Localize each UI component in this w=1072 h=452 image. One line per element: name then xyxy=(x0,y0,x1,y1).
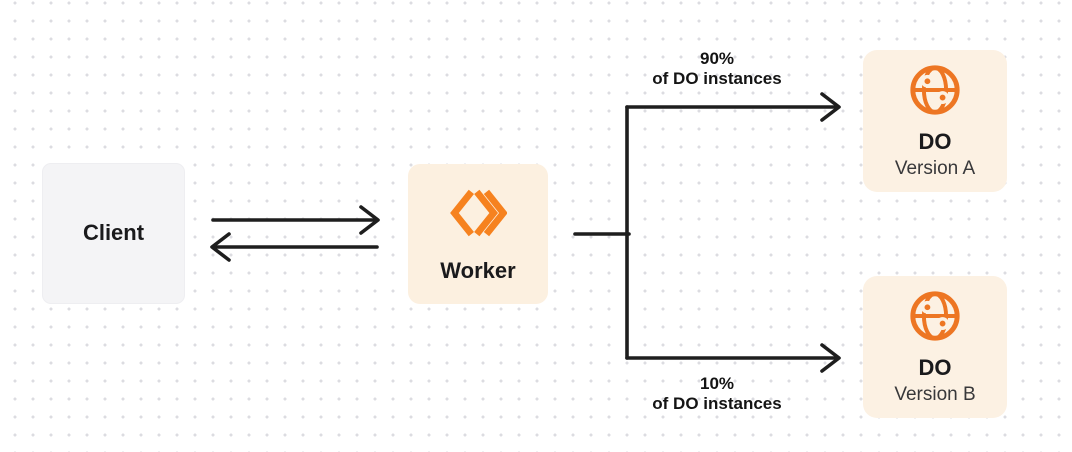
do-version-b-node: DO Version B xyxy=(863,276,1007,418)
split-label-90-percent: 90% of DO instances xyxy=(617,49,817,89)
split-percent: 90% xyxy=(699,49,735,68)
arrow-to-do-version-a xyxy=(625,92,841,122)
worker-label: Worker xyxy=(440,258,516,284)
do-version-a-node: DO Version A xyxy=(863,50,1007,192)
client-node: Client xyxy=(42,163,185,304)
arrow-worker-to-client xyxy=(210,232,379,262)
cloudflare-workers-icon xyxy=(449,184,508,242)
worker-node: Worker xyxy=(408,164,548,304)
do-version-a-title: DO xyxy=(918,129,952,155)
globe-icon xyxy=(907,62,963,118)
split-percent: 10% xyxy=(699,374,735,393)
globe-icon xyxy=(907,288,963,344)
split-label-10-percent: 10% of DO instances xyxy=(617,374,817,414)
do-version-b-subtitle: Version B xyxy=(894,383,976,405)
split-caption: of DO instances xyxy=(652,394,782,413)
arrow-to-do-version-b xyxy=(625,343,841,373)
split-rail xyxy=(573,105,631,360)
client-label: Client xyxy=(82,220,145,246)
do-version-a-subtitle: Version A xyxy=(894,157,976,179)
do-version-b-title: DO xyxy=(918,355,952,381)
arrow-client-to-worker xyxy=(211,205,380,235)
split-caption: of DO instances xyxy=(652,69,782,88)
